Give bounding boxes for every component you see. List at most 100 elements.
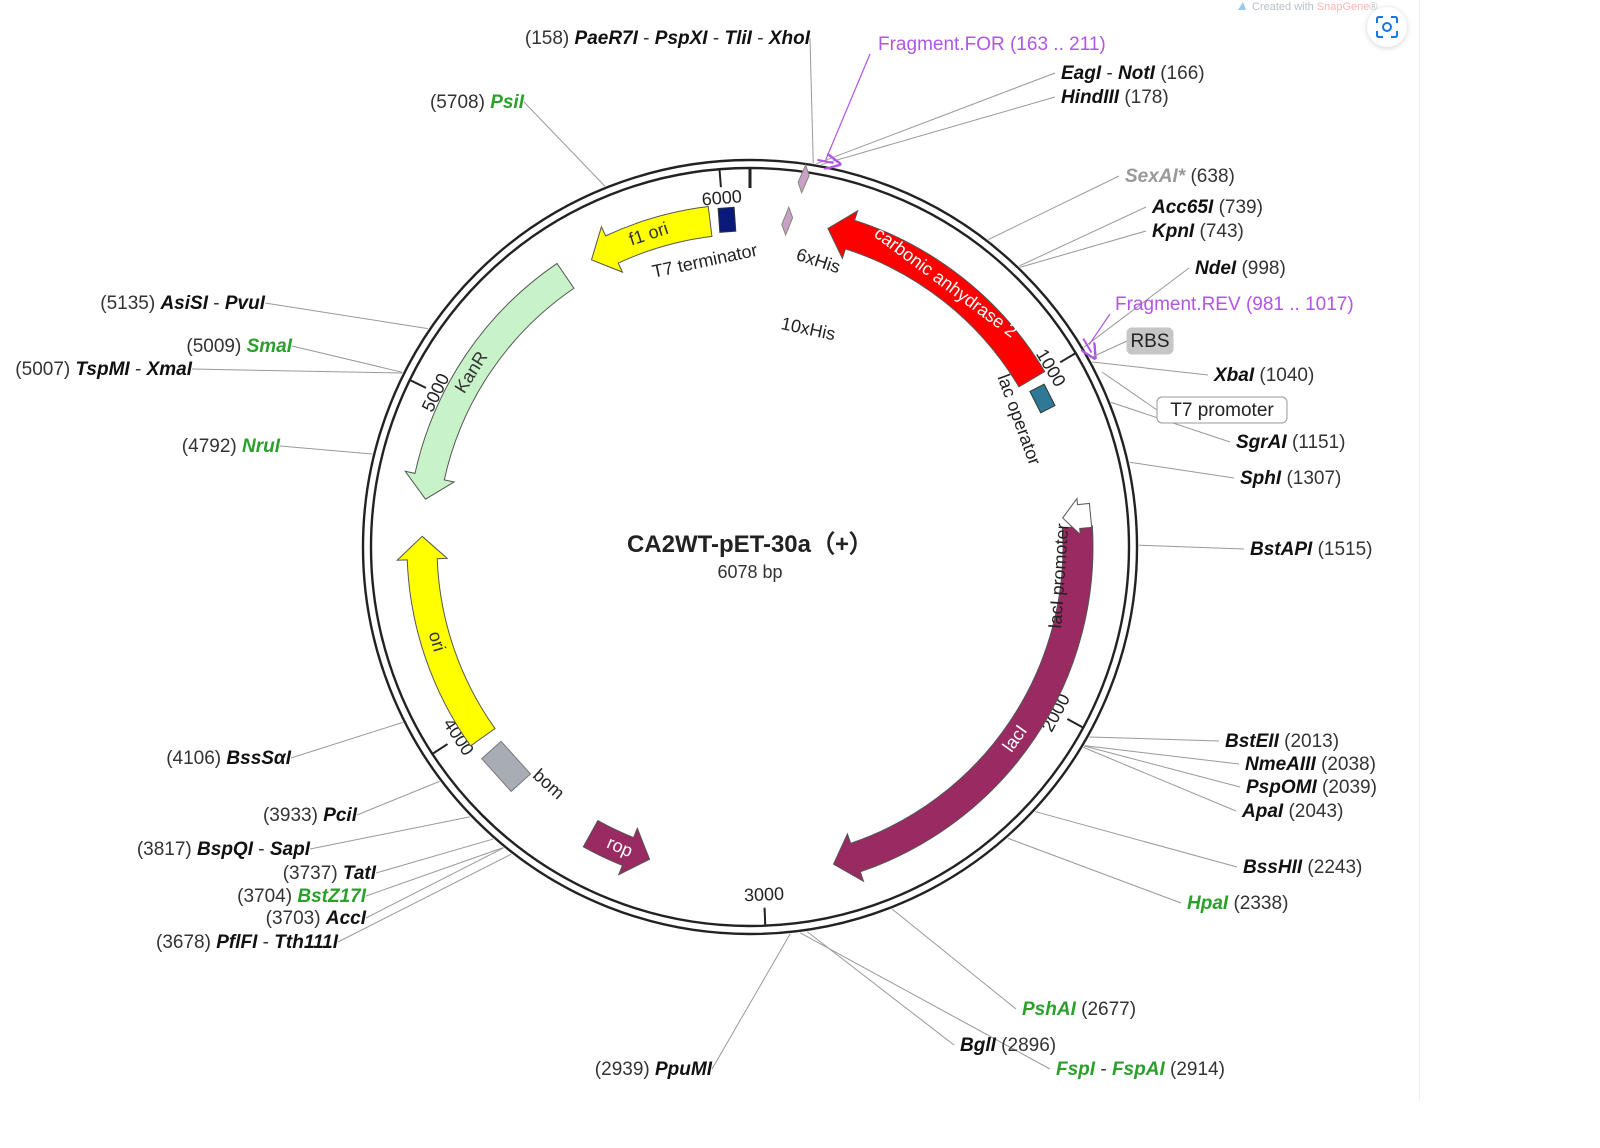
snapgene-credit: Created with SnapGene® [1238, 1, 1378, 13]
leader-line [1084, 745, 1240, 765]
leader-line [191, 368, 403, 374]
tick-2000 [1066, 718, 1084, 729]
leader-line [337, 853, 512, 943]
leader-line [309, 816, 470, 850]
fragment-bar [1083, 338, 1091, 353]
enzyme-site-eagi-noti: EagI - NotI (166) [1061, 63, 1205, 84]
small-feature-label-10xhis: 10xHis [779, 313, 837, 344]
small-feature-6xhis [781, 205, 794, 237]
small-feature-10xhis [797, 163, 810, 195]
enzyme-site-ppumi: (2939) PpuMI [595, 1059, 713, 1080]
enzyme-name: SapI [270, 839, 311, 860]
enzyme-name: Acc65I [1151, 197, 1214, 218]
separator: - [208, 293, 225, 314]
leader-line [291, 345, 403, 373]
separator: - [253, 839, 270, 860]
tick-4000 [431, 743, 449, 755]
feature-f1-ori [590, 205, 713, 274]
leader-line [356, 780, 440, 816]
enzyme-site-smai: (5009) SmaI [186, 336, 292, 357]
enzyme-site-acci: (3703) AccI [266, 908, 367, 929]
enzyme-name: FspAI [1112, 1059, 1166, 1080]
leader-line [1138, 544, 1245, 550]
visual-search-button[interactable] [1367, 7, 1407, 47]
plasmid-name: CA2WT-pET-30a（+） [627, 531, 873, 558]
site-position: (166) [1160, 63, 1204, 84]
enzyme-site-nmeaiii: NmeAIII (2038) [1245, 754, 1376, 775]
fragment-fragment-rev: Fragment.REV (981 .. 1017) [1115, 294, 1354, 315]
site-position: (743) [1200, 221, 1244, 242]
enzyme-name: TliI [724, 28, 752, 49]
site-position: (3737) [283, 863, 338, 884]
enzyme-name: PciI [323, 805, 358, 826]
enzyme-name: HindIII [1061, 87, 1120, 108]
site-position: (2038) [1321, 754, 1376, 775]
leader-line [1089, 340, 1128, 359]
tick-label: 3000 [744, 884, 785, 906]
feature-kanr [404, 262, 575, 500]
leader-line [1084, 745, 1241, 788]
enzyme-site-sexai: SexAI* (638) [1125, 166, 1235, 187]
site-position: (2896) [1001, 1035, 1056, 1056]
fragment-range: (163 .. 211) [1010, 34, 1106, 55]
separator: - [257, 932, 274, 953]
leader-line [1129, 461, 1235, 479]
site-position: (2677) [1081, 999, 1136, 1020]
enzyme-name: NruI [242, 436, 281, 457]
separator: - [1095, 1059, 1112, 1080]
leader-line [711, 933, 791, 1070]
bom-box [481, 740, 532, 793]
enzyme-site-hindiii: HindIII (178) [1061, 87, 1169, 108]
enzyme-site-psii: (5708) PsiI [430, 92, 525, 113]
enzyme-site-ndei: NdeI (998) [1195, 258, 1286, 279]
enzyme-name: TatI [343, 863, 377, 884]
enzyme-name: PshAI [1022, 999, 1077, 1020]
enzyme-name: NotI [1118, 63, 1156, 84]
fragment-leader [825, 53, 871, 160]
enzyme-name: FspI [1056, 1059, 1096, 1080]
enzyme-site-nrui: (4792) NruI [182, 436, 281, 457]
tick-1000 [1059, 352, 1077, 364]
small-feature-bom [481, 740, 532, 793]
tick-6000 [718, 169, 722, 188]
separator: - [1101, 63, 1118, 84]
box-label-rbs: RBS [1130, 331, 1169, 352]
site-position: (998) [1241, 258, 1285, 279]
enzyme-name: AccI [325, 908, 367, 929]
label-leader-lines [191, 37, 1245, 1070]
separator: - [638, 28, 655, 49]
small-feature-t7-terminator [717, 206, 737, 233]
site-position: (638) [1190, 166, 1234, 187]
enzyme-name: XbaI [1213, 365, 1255, 386]
site-position: (3678) [156, 932, 211, 953]
enzyme-name: BssSαI [226, 748, 291, 769]
leader-line [1089, 736, 1220, 742]
site-position: (4792) [182, 436, 237, 457]
enzyme-name: NmeAIII [1245, 754, 1316, 775]
box-t7-promoter [1156, 396, 1288, 424]
fragment-bar [817, 160, 834, 163]
site-position: (2243) [1307, 857, 1362, 878]
site-position: (2039) [1322, 777, 1377, 798]
plasmid-size: 6078 bp [717, 562, 782, 582]
leader-line [1020, 230, 1147, 268]
site-position: (1151) [1292, 432, 1346, 453]
leader-line [365, 847, 504, 919]
enzyme-name: PvuI [225, 293, 266, 314]
fragment-leader [1088, 313, 1111, 345]
separator: - [708, 28, 725, 49]
site-position: (2338) [1233, 893, 1288, 914]
enzyme-site-sgrai: SgrAI (1151) [1236, 432, 1345, 453]
enzyme-name: PpuMI [655, 1059, 713, 1080]
scan-icon [1376, 16, 1398, 38]
fragment-range: (981 .. 1017) [1246, 294, 1354, 315]
page-edge-divider [1419, 0, 1420, 1100]
small-feature-lac-operator [1029, 383, 1056, 414]
leader-line [1018, 206, 1147, 267]
enzyme-site-hpai: HpaI (2338) [1187, 893, 1288, 914]
site-position: (3933) [263, 805, 318, 826]
enzyme-name: XmaI [146, 359, 193, 380]
feature-label-carbonic-anhydrase-2: carbonic anhydrase 2 [871, 223, 1021, 341]
enzyme-name: AsiSI [159, 293, 208, 314]
